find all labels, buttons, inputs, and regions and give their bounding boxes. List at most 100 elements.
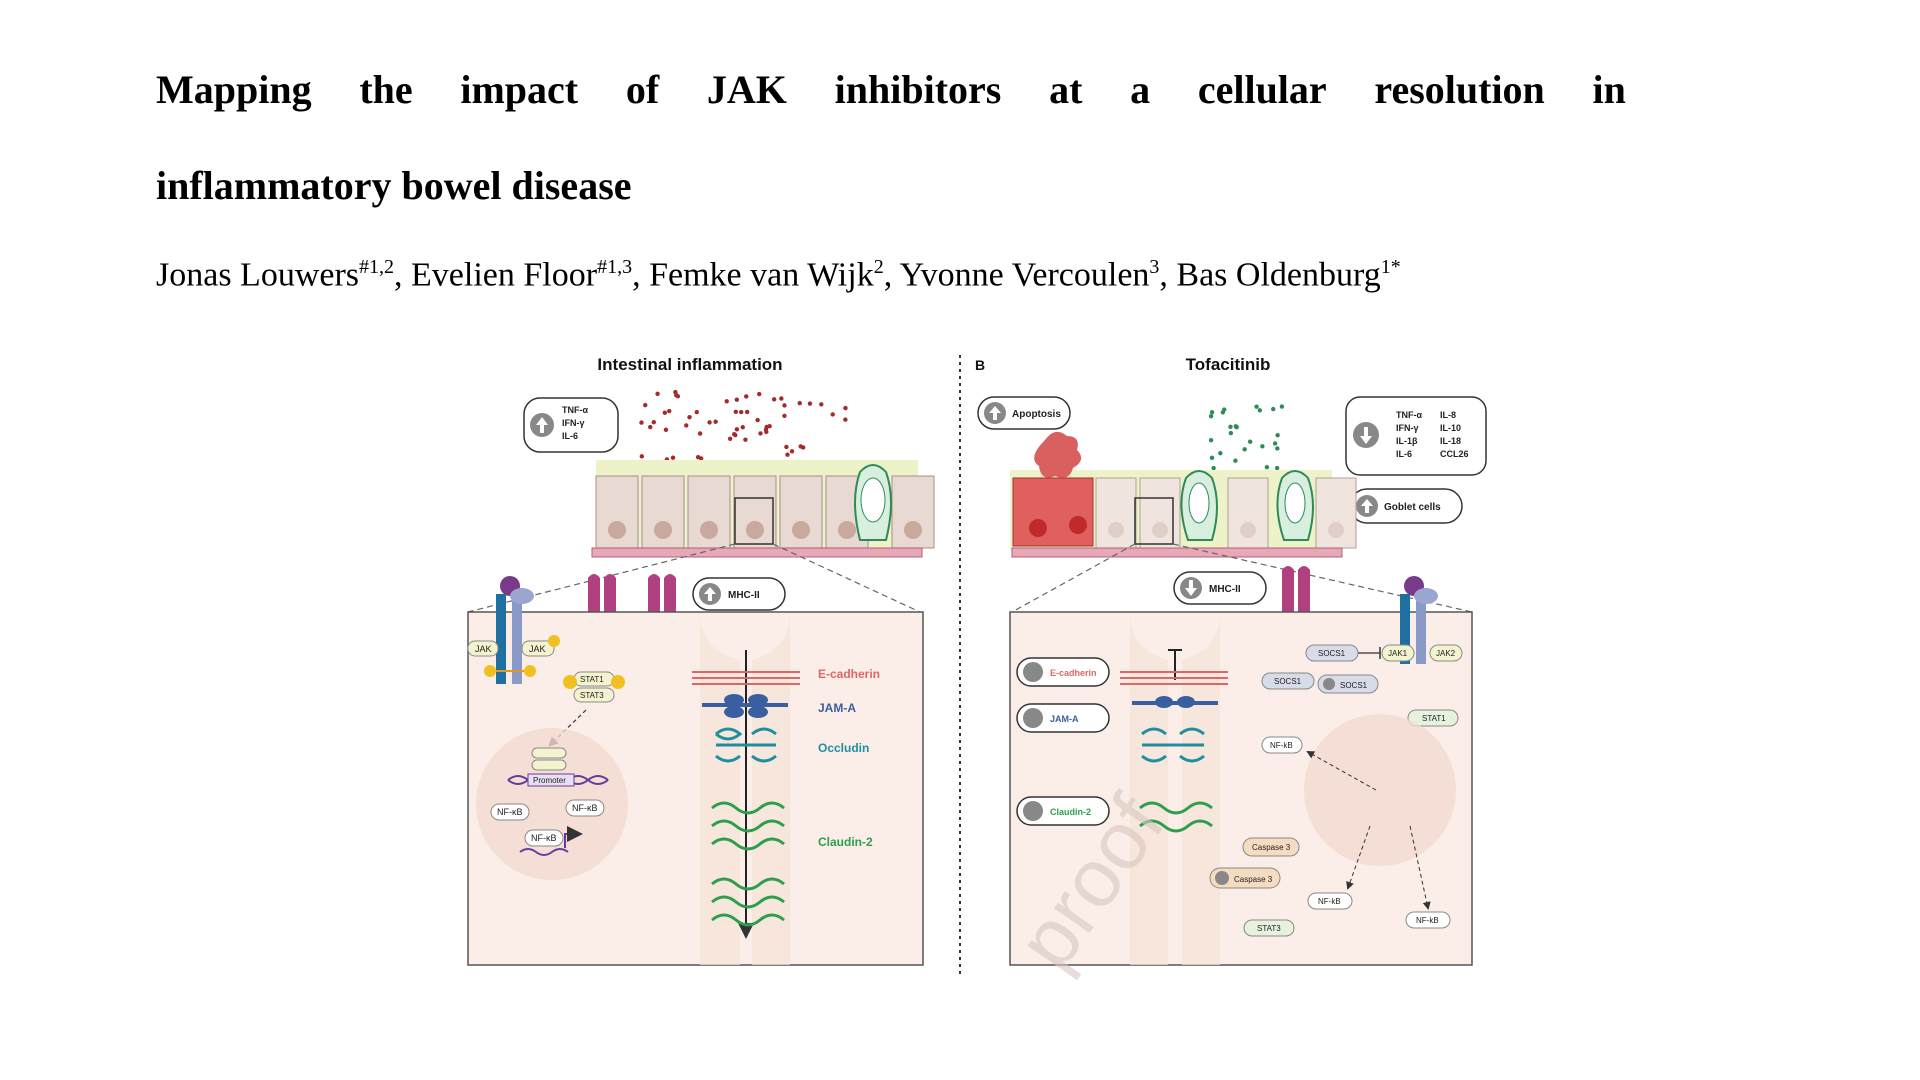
cell-nucleus <box>746 521 764 539</box>
cytokine-dot <box>767 423 772 429</box>
cytokine-dot <box>1275 446 1280 451</box>
cell-nucleus <box>654 521 672 539</box>
cytokine-dot <box>655 391 660 396</box>
apoptosis-box: Apoptosis <box>977 396 1071 430</box>
author-affiliation: 1* <box>1380 256 1401 278</box>
title-word: the <box>359 67 413 112</box>
svg-text:Apoptosis: Apoptosis <box>1012 409 1061 420</box>
cytokine-dot <box>755 417 760 423</box>
cytokine-dot <box>643 402 648 408</box>
svg-text:IL-18: IL-18 <box>1440 436 1461 446</box>
panel-b-label: B <box>975 357 985 373</box>
cytokine-dot <box>1279 404 1285 409</box>
svg-text:STAT3: STAT3 <box>580 691 604 700</box>
cell-nucleus <box>1108 522 1124 538</box>
label-occludin: Occludin <box>818 741 869 755</box>
cytokine-dot <box>694 409 699 415</box>
label-claudin-2: Claudin-2 <box>818 835 873 849</box>
cytokine-dot <box>758 431 763 436</box>
svg-text:SOCS1: SOCS1 <box>1318 649 1346 658</box>
cytokine-dot <box>684 423 689 428</box>
cytokine-dot <box>663 427 669 432</box>
cytokine-dot <box>771 397 777 402</box>
mhc-ii-receptor-b <box>1282 566 1310 614</box>
junction-labels-b: E-cadherin JAM-A Claudin-2 <box>1016 657 1110 826</box>
paper-title-line2: inflammatory bowel disease <box>156 163 632 208</box>
socs-jak-b: SOCS1 JAK1 JAK2 SOCS1 SOCS1 STAT1 <box>1261 644 1463 727</box>
cytokine-dot <box>1220 410 1226 415</box>
title-word: of <box>625 67 660 112</box>
cell-nucleus <box>792 521 810 539</box>
cytokine-dot <box>1209 410 1215 415</box>
cytokine-dot <box>648 424 653 430</box>
nfkb-b: NF-kB NF-kB NF-kB <box>1261 736 1451 929</box>
jak-a-left: JAK <box>467 640 499 657</box>
cytokine-dot <box>743 437 748 442</box>
svg-text:NF-kB: NF-kB <box>1270 741 1293 750</box>
cytokine-dot <box>724 399 729 404</box>
author-name: Jonas Louwers <box>156 256 360 294</box>
cytokine-dot <box>670 455 676 460</box>
panel-a-title: Intestinal inflammation <box>597 355 782 374</box>
cytokine-dot <box>1208 437 1214 443</box>
cytokine-dot <box>713 419 718 424</box>
svg-text:NF-kB: NF-kB <box>1318 897 1341 906</box>
cell-nucleus <box>1152 522 1168 538</box>
svg-text:NF-κB: NF-κB <box>531 833 557 843</box>
author-affiliation: 3 <box>1149 256 1160 278</box>
cytokine-receptor <box>496 576 534 684</box>
title-word: Mapping <box>156 67 312 112</box>
cytokine-dot <box>1208 414 1214 419</box>
author-affiliation: #1,3 <box>597 256 633 278</box>
svg-text:NF-κB: NF-κB <box>572 803 598 813</box>
cytokine-dot <box>1211 465 1216 471</box>
svg-text:MHC-II: MHC-II <box>728 590 760 601</box>
cytokine-dot <box>1218 450 1223 456</box>
stat-dimer-a: STAT1 STAT3 <box>563 671 625 703</box>
panel-b-title: Tofacitinib <box>1186 355 1271 374</box>
cell-nucleus <box>838 521 856 539</box>
nfkb-a: NF-κB NF-κB NF-κB <box>490 799 605 856</box>
cytokine-dot <box>733 409 739 414</box>
cytokine-dot <box>695 454 701 460</box>
jak-a-right: JAK <box>521 635 560 657</box>
cytokine-dot <box>798 444 803 449</box>
cytokine-dot <box>1209 455 1215 461</box>
panel-b-cytokine-box: TNF-α IFN-γ IL-1β IL-6 IL-8 IL-10 IL-18 … <box>1345 396 1487 476</box>
svg-text:STAT1: STAT1 <box>1422 714 1446 723</box>
cytokine-dot <box>797 401 802 406</box>
cytokine-dot <box>843 417 848 422</box>
author-name: Evelien Floor <box>411 256 598 294</box>
author-list: Jonas Louwers#1,2, Evelien Floor#1,3, Fe… <box>156 256 1401 294</box>
panel-b: B Tofacitinib Apoptosis TNF-α IFN-γ IL-1… <box>975 355 1487 966</box>
svg-text:Promoter: Promoter <box>533 776 566 785</box>
label-e-cadherin: E-cadherin <box>818 667 880 681</box>
cytokine-dot <box>707 420 712 425</box>
cytokine-dot <box>1272 441 1278 446</box>
panel-b-epithelium <box>1010 431 1357 558</box>
cytokine-dot <box>764 429 769 435</box>
cytokine-dot <box>639 420 644 425</box>
svg-text:Goblet cells: Goblet cells <box>1384 502 1441 513</box>
title-word: resolution <box>1374 67 1545 112</box>
cytokine-dot <box>651 420 656 425</box>
cytokine-dot <box>687 414 692 420</box>
svg-text:NF-kB: NF-kB <box>1416 916 1439 925</box>
svg-text:JAK: JAK <box>475 644 492 654</box>
author-name: Yvonne Vercoulen <box>899 256 1150 294</box>
zoom-box <box>734 497 774 545</box>
cell-nucleus <box>608 521 626 539</box>
svg-text:TNF-α: TNF-α <box>1396 410 1422 420</box>
cytokine-dot <box>667 408 672 414</box>
cytokine-dot <box>727 436 733 441</box>
cytokine-dot <box>1260 444 1265 449</box>
cytokine-dot <box>1254 404 1259 409</box>
cytokine-dot <box>697 431 703 436</box>
cell-nucleus <box>700 521 718 539</box>
cell-nucleus <box>1240 522 1256 538</box>
nucleus-a <box>476 728 628 880</box>
promoter-region: Promoter <box>507 747 609 787</box>
mhc-ii-label-a: MHC-II <box>692 577 786 611</box>
epithelial-cell <box>1095 477 1137 549</box>
